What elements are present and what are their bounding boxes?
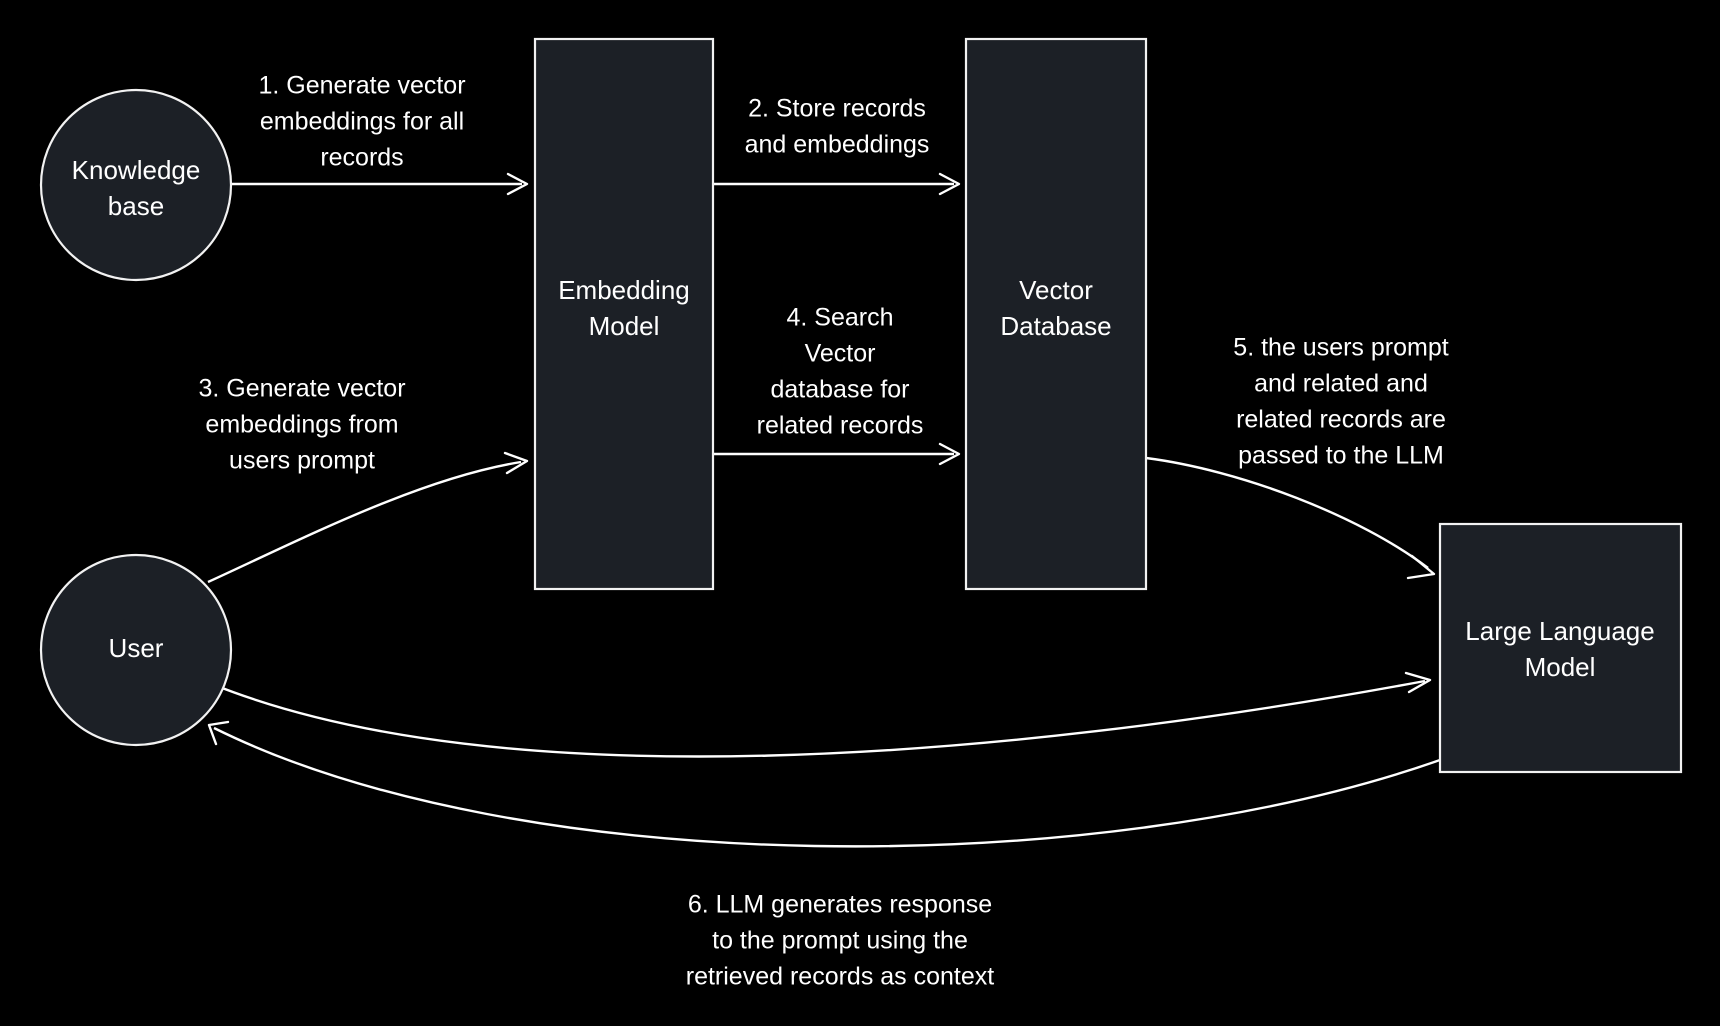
embedding-model-rect[interactable] bbox=[533, 37, 715, 591]
edge-user-to-llm-arrowhead bbox=[1404, 671, 1432, 694]
edge-2-label-line2: and embeddings bbox=[745, 131, 930, 159]
edge-3-label-line1: 3. Generate vector bbox=[198, 375, 405, 403]
edge-6-label-line1: 6. LLM generates response bbox=[688, 891, 992, 919]
edge-3-curve bbox=[207, 460, 522, 584]
node-embedding-model[interactable]: Embedding Model bbox=[533, 37, 715, 591]
edge-2-label-line1: 2. Store records bbox=[748, 95, 926, 123]
node-user[interactable]: User bbox=[39, 553, 233, 747]
edge-5-vector-database-to-llm bbox=[1145, 456, 1436, 580]
node-vector-database[interactable]: Vector Database bbox=[964, 37, 1148, 591]
user-circle[interactable] bbox=[39, 553, 233, 747]
node-large-language-model[interactable]: Large Language Model bbox=[1438, 522, 1683, 774]
llm-label-line1: Large Language bbox=[1465, 616, 1654, 646]
edge-4-label-line2: Vector bbox=[805, 340, 876, 368]
edge-3-user-to-embedding-model bbox=[207, 451, 529, 584]
edge-6-label: 6. LLM generates response to the prompt … bbox=[686, 891, 995, 991]
vector-database-rect[interactable] bbox=[964, 37, 1148, 591]
edge-4-label: 4. Search Vector database for related re… bbox=[757, 304, 924, 440]
edge-3-arrowhead bbox=[503, 451, 529, 475]
edge-user-to-llm-curve bbox=[211, 679, 1426, 758]
edge-2-embedding-model-to-vector-database bbox=[713, 172, 961, 196]
edge-4-label-line3: database for bbox=[771, 376, 910, 404]
edge-4-label-line1: 4. Search bbox=[786, 304, 893, 332]
edge-2-arrowhead bbox=[938, 172, 961, 196]
edge-5-label-line3: related records are bbox=[1236, 406, 1446, 434]
edge-4-arrowhead bbox=[938, 442, 961, 466]
large-language-model-rect[interactable] bbox=[1438, 522, 1683, 774]
edge-6-label-line3: retrieved records as context bbox=[686, 963, 995, 991]
node-knowledge-base[interactable]: Knowledge base bbox=[39, 88, 233, 282]
edge-3-label-line3: users prompt bbox=[229, 447, 375, 475]
user-label: User bbox=[109, 633, 164, 663]
vector-database-label-line1: Vector bbox=[1019, 275, 1093, 305]
edge-1-knowledge-base-to-embedding-model bbox=[231, 172, 529, 196]
edge-4-label-line4: related records bbox=[757, 412, 924, 440]
edge-5-label-line4: passed to the LLM bbox=[1238, 442, 1444, 470]
edge-1-label-line2: embeddings for all bbox=[260, 108, 464, 136]
edge-6-arrowhead bbox=[207, 720, 230, 746]
edge-1-label: 1. Generate vector embeddings for all re… bbox=[258, 72, 465, 172]
edge-5-curve bbox=[1145, 456, 1429, 569]
edge-5-label-line2: and related and bbox=[1254, 370, 1428, 398]
llm-label-line2: Model bbox=[1525, 652, 1596, 682]
knowledge-base-label-line2: base bbox=[108, 191, 164, 221]
edge-1-arrowhead bbox=[506, 172, 529, 196]
knowledge-base-label-line1: Knowledge bbox=[72, 155, 201, 185]
edge-5-arrowhead bbox=[1406, 554, 1436, 580]
edge-3-label-line2: embeddings from bbox=[205, 411, 398, 439]
edge-6-label-line2: to the prompt using the bbox=[712, 927, 968, 955]
edge-5-label: 5. the users prompt and related and rela… bbox=[1233, 334, 1448, 470]
edge-5-label-line1: 5. the users prompt bbox=[1233, 334, 1448, 362]
edge-6-curve bbox=[213, 726, 1441, 848]
embedding-model-label-line2: Model bbox=[589, 311, 660, 341]
edge-user-to-llm bbox=[211, 671, 1432, 758]
edge-1-label-line1: 1. Generate vector bbox=[258, 72, 465, 100]
edge-1-label-line3: records bbox=[320, 144, 403, 172]
edge-2-label: 2. Store records and embeddings bbox=[745, 95, 930, 159]
knowledge-base-circle[interactable] bbox=[39, 88, 233, 282]
edge-6-llm-to-user bbox=[207, 720, 1441, 848]
edge-4-embedding-model-to-vector-database bbox=[713, 442, 961, 466]
embedding-model-label-line1: Embedding bbox=[558, 275, 690, 305]
edge-3-label: 3. Generate vector embeddings from users… bbox=[198, 375, 405, 475]
vector-database-label-line2: Database bbox=[1000, 311, 1111, 341]
